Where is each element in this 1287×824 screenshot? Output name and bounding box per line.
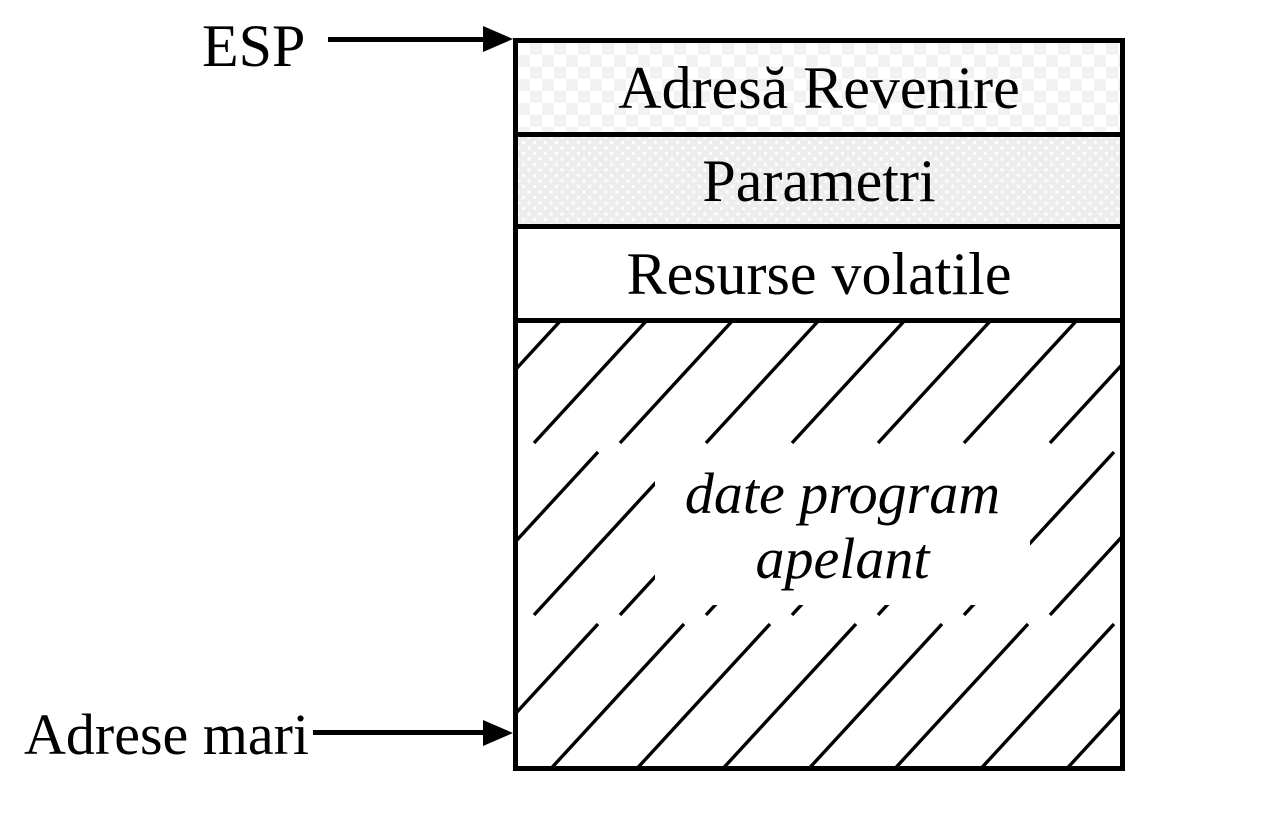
adrese-mari-label: Adrese mari [24, 702, 310, 767]
stack-cell-parameters: Parametri [518, 137, 1120, 229]
stack-cell-return-address: Adresă Revenire [518, 43, 1120, 137]
parameters-label: Parametri [702, 147, 936, 214]
volatile-resources-label: Resurse volatile [626, 240, 1012, 307]
adrese-mari-arrowhead-icon [483, 720, 513, 746]
stack-cell-volatile-resources: Resurse volatile [518, 229, 1120, 323]
esp-arrow-line [328, 37, 484, 42]
return-address-label: Adresă Revenire [618, 54, 1020, 121]
caller-program-data-line2: apelant [755, 526, 930, 591]
caller-program-data-line1: date program [684, 461, 1001, 526]
esp-arrowhead-icon [483, 26, 513, 52]
adrese-mari-arrow-line [313, 730, 484, 735]
stack-cell-caller-program-data: date program apelant [518, 323, 1120, 766]
stack-box: Adresă Revenire Parametri Resurse volati… [513, 38, 1125, 771]
esp-label: ESP [202, 13, 306, 79]
caller-program-data-label: date program apelant [655, 447, 1030, 605]
